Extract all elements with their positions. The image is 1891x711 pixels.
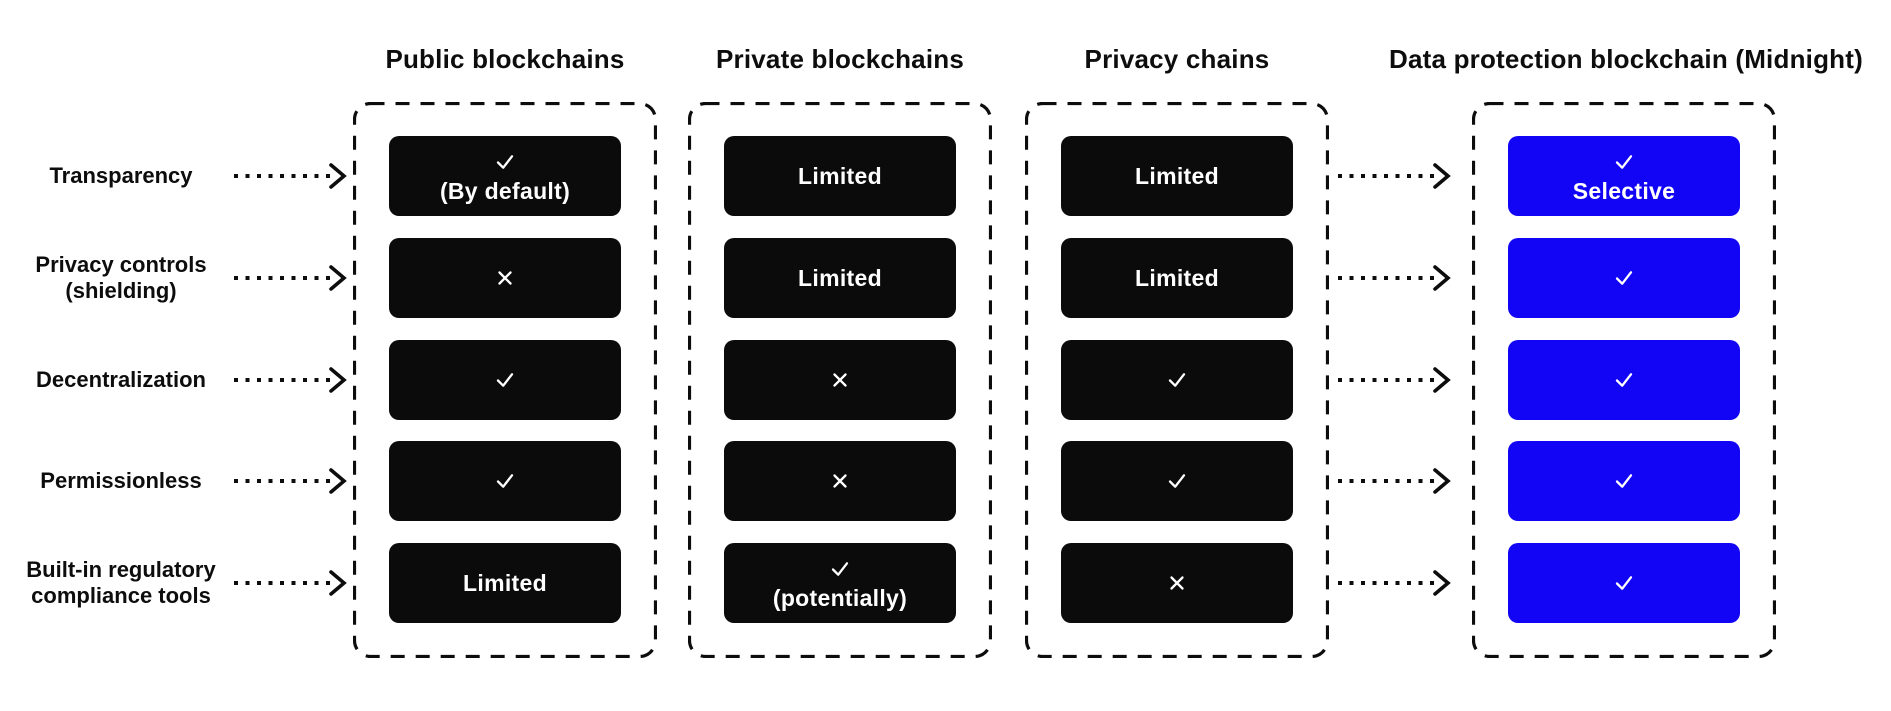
column-header-1: Private blockchains [715,44,965,74]
grid-cell [389,238,621,318]
check-icon [1615,271,1633,285]
cell-label: Limited [798,265,882,291]
grid-cell: Limited [724,136,956,216]
cell-label: Limited [798,163,882,189]
check-icon [496,474,514,488]
cross-icon [833,373,847,387]
midnight-arrow-icon [1338,570,1451,596]
grid-cell [1508,543,1740,623]
grid-cell [389,340,621,420]
label-arrow-icon [234,570,347,596]
cross-icon [498,271,512,285]
grid-cell: Limited [389,543,621,623]
row-label-line: Built-in regulatory [26,557,216,582]
check-icon [1615,373,1633,387]
grid-cell [1061,543,1293,623]
grid-cell [724,340,956,420]
cell-label: Limited [1135,265,1219,291]
column-dashed-box [1025,102,1329,658]
check-icon [1615,576,1633,590]
column-header-3: Data protection blockchain (Midnight) [1389,44,1863,74]
row-label-3: Permissionless [8,468,234,494]
grid-cell: Limited [1061,238,1293,318]
check-icon [1615,474,1633,488]
cell-label: Limited [1135,163,1219,189]
row-label-2: Decentralization [8,367,234,393]
row-label-line: compliance tools [31,583,211,608]
column-header-2: Privacy chains [1084,44,1270,74]
midnight-arrow-icon [1338,468,1451,494]
column-header-0: Public blockchains [385,44,625,74]
check-icon [1168,474,1186,488]
grid-cell [389,441,621,521]
grid-cell: Limited [724,238,956,318]
row-label-1: Privacy controls(shielding) [8,252,234,304]
row-label-line: Decentralization [36,367,206,392]
cross-icon [1170,576,1184,590]
column-dashed-box [353,102,657,658]
row-label-line: Permissionless [40,468,202,493]
grid-cell: Selective [1508,136,1740,216]
column-dashed-box [1472,102,1776,658]
grid-cell [1508,340,1740,420]
column-dashed-box [688,102,992,658]
cross-icon [833,474,847,488]
midnight-arrow-icon [1338,367,1451,393]
cell-label: (By default) [439,178,571,204]
check-icon [831,562,849,576]
grid-cell: (potentially) [724,543,956,623]
row-label-line: Transparency [49,163,193,188]
grid-cell [1508,238,1740,318]
label-arrow-icon [234,367,347,393]
check-icon [496,155,514,169]
check-icon [496,373,514,387]
label-arrow-icon [234,265,347,291]
cell-label: Selective [1572,178,1676,204]
grid-cell [1508,441,1740,521]
row-label-line: (shielding) [65,278,177,303]
row-label-0: Transparency [8,163,234,189]
label-arrow-icon [234,163,347,189]
cell-label: Limited [463,570,547,596]
label-arrow-icon [234,468,347,494]
grid-cell [724,441,956,521]
grid-cell [1061,340,1293,420]
grid-cell: Limited [1061,136,1293,216]
check-icon [1615,155,1633,169]
row-label-line: Privacy controls [35,252,207,277]
grid-cell: (By default) [389,136,621,216]
grid-cell [1061,441,1293,521]
cell-label: (potentially) [772,585,908,611]
check-icon [1168,373,1186,387]
midnight-arrow-icon [1338,265,1451,291]
midnight-arrow-icon [1338,163,1451,189]
